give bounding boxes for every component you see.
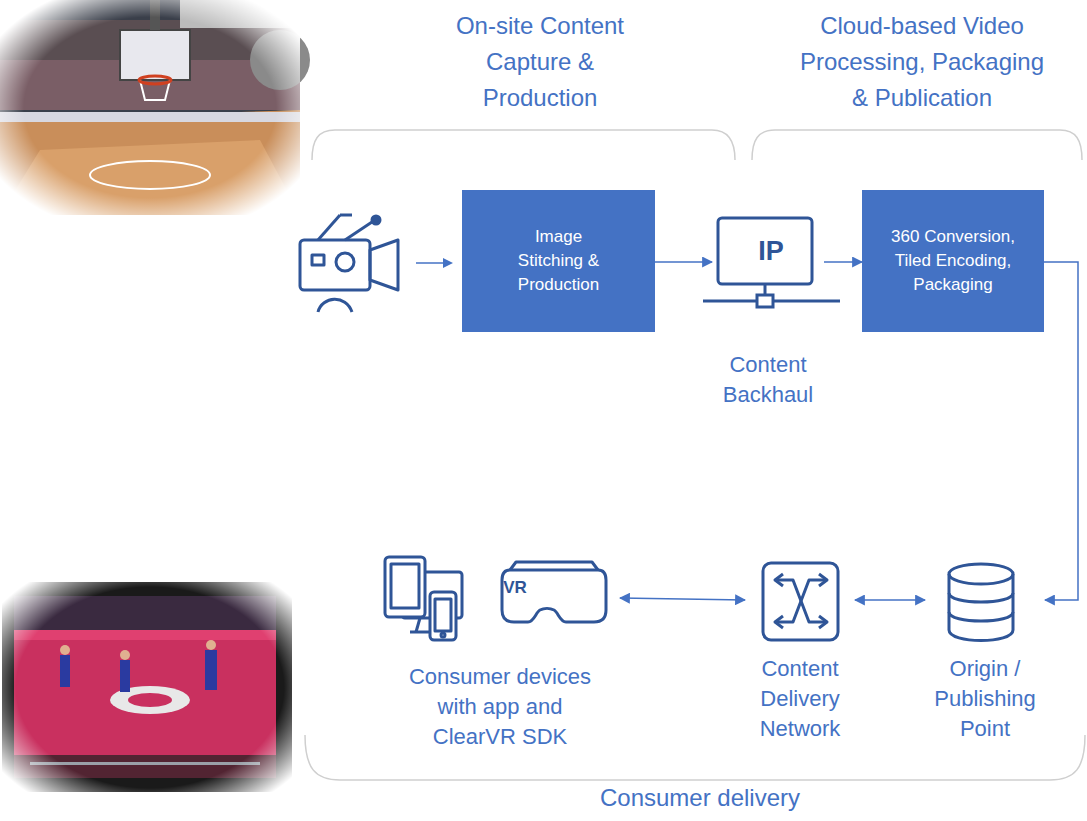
origin-icon (925, 560, 1037, 644)
node-caption: Origin / Publishing Point (925, 654, 1045, 744)
consumer-icon (380, 552, 610, 644)
flow-arrow (1044, 262, 1078, 600)
tablet-photo (0, 575, 300, 800)
icon-label: VR (500, 578, 530, 598)
origin-node: Origin / Publishing Point (925, 560, 1045, 744)
flow-arrow (824, 261, 862, 263)
flow-arrow (655, 261, 712, 263)
camera-icon (300, 215, 398, 312)
section-bracket (305, 130, 1085, 780)
icon-text: IP (718, 236, 824, 266)
box-text: 360 Conversion, Tiled Encoding, Packagin… (873, 225, 1033, 297)
process-box: 360 Conversion, Tiled Encoding, Packagin… (862, 190, 1044, 332)
flow-arrow (855, 599, 925, 601)
section-heading: Cloud-based Video Processing, Packaging … (794, 8, 1050, 116)
box-text: Image Stitching & Production (503, 225, 615, 297)
node-caption: Content Delivery Network (745, 654, 855, 744)
node-caption: Content Backhaul (712, 350, 824, 410)
process-box: Image Stitching & Production (462, 190, 655, 332)
arena-photo (0, 0, 310, 215)
consumer-node: Consumer devices with app and ClearVR SD… (380, 552, 620, 752)
section-heading: Consumer delivery (550, 780, 850, 816)
section-heading: On-site Content Capture & Production (430, 8, 650, 116)
cdn-icon (745, 560, 855, 642)
camera-arrow (416, 258, 453, 268)
ip-node: IP Content Backhaul (712, 212, 824, 410)
cdn-node: Content Delivery Network (745, 560, 855, 744)
node-caption: Consumer devices with app and ClearVR SD… (400, 662, 600, 752)
flow-arrow (620, 598, 745, 600)
